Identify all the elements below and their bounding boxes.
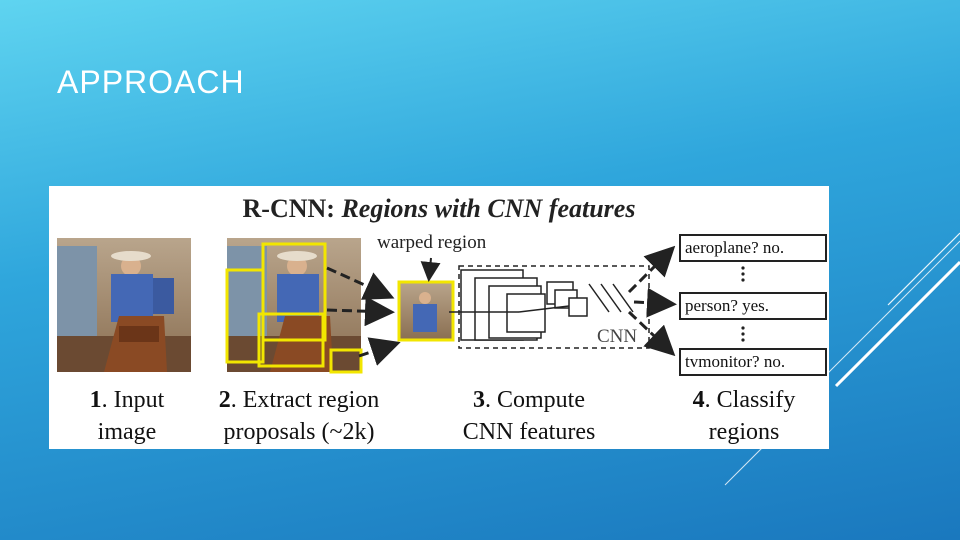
figure-title: R-CNN: Regions with CNN features bbox=[49, 194, 829, 224]
ellipsis-dots bbox=[741, 266, 745, 342]
output-answer: no. bbox=[763, 352, 786, 371]
output-answer: yes. bbox=[742, 296, 770, 315]
warped-region-label: warped region bbox=[377, 232, 487, 253]
output-label: person? bbox=[685, 296, 738, 315]
step-line2: regions bbox=[708, 419, 780, 445]
step-3-label: 3. Compute CNN features bbox=[429, 384, 629, 448]
output-box-person: person? yes. bbox=[679, 292, 827, 320]
cnn-label: CNN bbox=[597, 326, 638, 347]
step-line1: . Input bbox=[101, 387, 165, 413]
warped-region bbox=[397, 280, 455, 342]
step-2-label: 2. Extract region proposals (~2k) bbox=[199, 384, 399, 448]
diagram-graphics bbox=[57, 238, 745, 374]
cnn-block bbox=[449, 265, 650, 349]
step-number: 2 bbox=[218, 387, 231, 413]
slide-title: APPROACH bbox=[57, 64, 245, 100]
step-number: 3 bbox=[473, 387, 485, 413]
step-line2: image bbox=[97, 419, 157, 445]
step-4-label: 4. Classify regions bbox=[659, 384, 829, 448]
classify-arrows bbox=[627, 245, 677, 357]
step-number: 4 bbox=[692, 387, 705, 413]
proposal-arrows bbox=[326, 266, 401, 366]
step-number: 1 bbox=[89, 387, 102, 413]
step-line2: proposals (~2k) bbox=[223, 419, 375, 445]
figure-title-prefix: R-CNN: bbox=[242, 194, 335, 223]
output-box-aeroplane: aeroplane? no. bbox=[679, 234, 827, 262]
step-line1: . Extract region bbox=[230, 387, 380, 413]
step-line1: . Compute bbox=[485, 387, 585, 413]
step-line1: . Classify bbox=[704, 387, 796, 413]
step-1-label: 1. Input image bbox=[57, 384, 197, 448]
output-box-tvmonitor: tvmonitor? no. bbox=[679, 348, 827, 376]
output-answer: no. bbox=[762, 238, 785, 257]
figure-title-italic: Regions with CNN features bbox=[341, 194, 636, 223]
input-image-photo bbox=[57, 238, 191, 372]
region-proposals-photo bbox=[225, 238, 363, 374]
step-line2: CNN features bbox=[462, 419, 596, 445]
output-label: tvmonitor? bbox=[685, 352, 760, 371]
rcnn-figure: R-CNN: Regions with CNN features bbox=[49, 186, 829, 449]
output-label: aeroplane? bbox=[685, 238, 759, 257]
